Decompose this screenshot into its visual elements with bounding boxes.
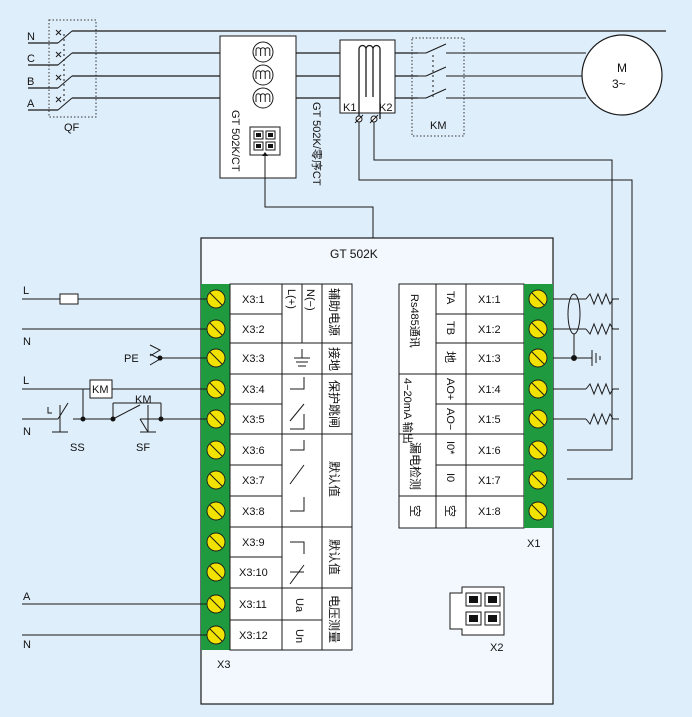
pe-junction [157, 355, 163, 361]
wire-label-l1: L [23, 285, 29, 297]
x1-function-4-20ma-text: 4−20mA 输出 [401, 378, 415, 444]
relay-contact-icon-1 [289, 440, 305, 512]
qf-breaker-box [48, 19, 97, 118]
junction-dot [158, 416, 164, 422]
k2-label: K2 [379, 102, 392, 114]
device-title: GT 502K [330, 247, 378, 261]
analog-output-cable-icon [553, 382, 619, 426]
zero-seq-ct-label: GT 502K/零序CT [310, 102, 324, 186]
x3-function-default-1: 默认值 [327, 461, 342, 497]
motor-label: M [617, 61, 627, 75]
x3-terminal: X3:3 [242, 353, 265, 365]
x3-terminal: X3:2 [242, 324, 265, 336]
x3-terminal: X3:7 [242, 475, 265, 487]
x3-signal-un: Un [293, 629, 305, 643]
x1-terminal: X1:5 [478, 414, 501, 426]
x3-terminal: X3:4 [242, 384, 265, 396]
wire-label-a: A [23, 591, 31, 603]
ct-label: GT 502K/CT [229, 110, 241, 172]
x2-label: X2 [490, 642, 503, 654]
x3-terminal-block: X3:1 X3:2 X3:3 X3:4 X3:5 X3:6 X3:7 X3:8 … [201, 283, 353, 651]
x3-terminal: X3:12 [239, 630, 268, 642]
x1-terminal: X1:8 [478, 506, 501, 518]
km-contacts [418, 43, 586, 100]
ct-coil-icons [252, 41, 274, 109]
x1-terminal: X1:2 [478, 324, 501, 336]
x3-label: X3 [217, 659, 230, 671]
km-coil-label: KM [92, 384, 109, 396]
x3-function-ground: 接地 [327, 347, 342, 371]
x1-function-leakage: 漏电检测 [408, 442, 423, 490]
motor-icon [581, 34, 663, 116]
km-contactor-box [411, 37, 465, 137]
x1-signal: TA [444, 291, 456, 305]
motor-phase-label: 3~ [612, 77, 626, 91]
x1-function-rs485: Rs485通讯 [408, 294, 421, 348]
x1-label: X1 [527, 538, 540, 550]
k1-label: K1 [343, 102, 356, 114]
km-top-label: KM [430, 120, 447, 132]
x3-terminal: X3:5 [242, 414, 265, 426]
ct-connector-icon [249, 126, 281, 156]
x1-terminal: X1:7 [478, 475, 501, 487]
relay-contact-icon-2 [289, 541, 305, 585]
x1-signal: I0 [444, 473, 456, 482]
x3-signal-ua: Ua [293, 598, 305, 613]
x3-terminal: X3:1 [242, 294, 265, 306]
sf-switch-label: SF [136, 442, 150, 454]
wire-label-n2: N [23, 426, 31, 438]
wire-label-b: B [27, 76, 34, 88]
x3-terminal: X3:11 [239, 599, 267, 611]
x1-terminal: X1:6 [478, 445, 501, 457]
x3-function-voltage: 电压测量 [327, 595, 341, 643]
x1-terminal: X1:1 [478, 294, 501, 306]
wire-label-pe: PE [124, 353, 139, 365]
x1-function-empty: 空 [408, 505, 422, 517]
wire-label-c: C [27, 53, 35, 65]
x1-signal: 地 [443, 351, 457, 363]
wire-label-n1: N [23, 336, 31, 348]
wire-label-a: A [27, 98, 35, 110]
trip-contact-icon [289, 377, 305, 430]
x3-function-trip: 保护跳闸 [327, 380, 341, 428]
ground-icon [294, 349, 310, 367]
rs485-cable-icon [553, 292, 619, 366]
x1-signal: AO+ [444, 378, 456, 400]
x3-function-default-2: 默认值 [327, 539, 342, 575]
x3-terminal: X3:10 [239, 567, 268, 579]
x1-signal: I0* [444, 441, 456, 455]
x3-function-aux-power: 辅助电源 [327, 288, 341, 336]
x1-terminal-block: X1:1 X1:2 X1:3 X1:4 X1:5 X1:6 X1:7 X1:8 … [398, 283, 553, 529]
wire-label-l2: L [23, 375, 29, 387]
x1-signal: TB [444, 321, 456, 335]
x1-terminal: X1:3 [478, 353, 501, 365]
ss-switch-label: SS [70, 442, 85, 454]
qf-label: QF [64, 122, 80, 134]
wire-label-n3: N [23, 639, 31, 651]
wire-label-n: N [27, 31, 35, 43]
junction-dot [80, 416, 86, 422]
x3-terminal: X3:9 [242, 537, 265, 549]
km-contact-label: KM [135, 394, 152, 406]
x1-terminal: X1:4 [478, 384, 501, 396]
x1-signal: AO− [444, 408, 456, 430]
x1-function-4-20ma: 4−20mA 输出 [401, 378, 415, 444]
external-circuit [22, 293, 207, 636]
x3-terminal: X3:6 [242, 445, 265, 457]
x3-signal-l: L(+) [285, 289, 297, 309]
zero-seq-ct-box [339, 39, 396, 114]
x3-terminal: X3:8 [242, 506, 265, 518]
junction-dot [110, 416, 116, 422]
x1-signal: 空 [443, 505, 457, 517]
x3-signal-n: N(−) [304, 289, 316, 311]
x2-connector-icon [449, 586, 505, 636]
